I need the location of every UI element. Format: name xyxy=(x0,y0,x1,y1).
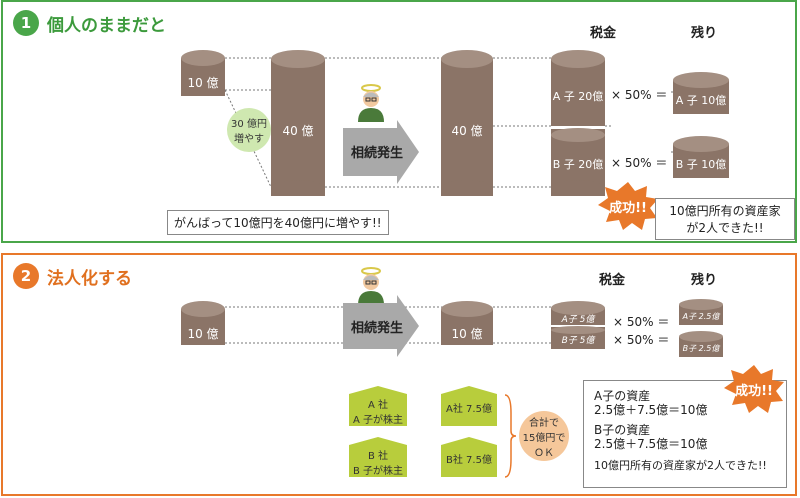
success-burst-2: 成功!! xyxy=(723,365,785,413)
tax-column-header: 税金 xyxy=(590,26,617,41)
cylinder-split-2: A子 5億 B子 5億 xyxy=(551,301,605,349)
multiplier-a: × 50% ＝ xyxy=(611,88,668,102)
total-line2: 15億円で xyxy=(522,432,566,444)
remain-column-header-2: 残り xyxy=(691,273,718,288)
result-a-title: A子の資産 xyxy=(594,389,651,403)
company-a-value-label: A社 7.5億 xyxy=(446,404,492,415)
remain-a-2-label: A子 2.5億 xyxy=(682,312,720,321)
tax-column-header-2: 税金 xyxy=(599,273,626,288)
segment-a-label: A 子 20億 xyxy=(552,90,604,103)
remain-a-label: A 子 10億 xyxy=(675,94,727,107)
remain-b-2-label: B子 2.5億 xyxy=(682,344,720,353)
company-a-value: A社 7.5億 xyxy=(441,386,497,426)
company-a-line2: A 子が株主 xyxy=(352,415,404,426)
section-1-header: 1 個人のままだと xyxy=(13,10,166,36)
cylinder-before-2-label: 10 億 xyxy=(187,327,219,341)
section-2-header: 2 法人化する xyxy=(13,263,132,289)
segment-a-2-label: A子 5億 xyxy=(561,315,595,325)
company-b-value-label: B社 7.5億 xyxy=(446,455,492,466)
grow-circle-line1: 30 億円 xyxy=(231,119,267,130)
section-1-number: 1 xyxy=(13,10,39,36)
remain-b-label: B 子 10億 xyxy=(675,158,727,171)
inheritance-arrow-2: 相続発生 xyxy=(343,295,419,357)
inheritance-arrow: 相続発生 xyxy=(343,120,419,184)
section-1-panel: 1 個人のままだと 税金 残り 10 億 30 億円増やす 40 億 xyxy=(1,0,797,243)
success-text-1: 成功!! xyxy=(609,201,647,216)
cylinder-after-40-oku: 40 億 xyxy=(441,50,493,196)
company-b-shareholder: B 社 B 子が株主 xyxy=(349,437,407,477)
company-b-line1: B 社 xyxy=(367,451,389,462)
remain-column-header: 残り xyxy=(691,26,718,41)
success-note-1-line1: 10億円所有の資産家 xyxy=(669,204,781,218)
cylinder-after-label: 40 億 xyxy=(451,124,483,138)
multiplier-b-2: × 50% ＝ xyxy=(613,333,670,347)
company-b-value: B社 7.5億 xyxy=(441,437,497,477)
company-b-line2: B 子が株主 xyxy=(352,466,404,477)
company-a-shareholder: A 社 A 子が株主 xyxy=(349,386,407,426)
elder-person-icon xyxy=(353,82,389,122)
cylinder-after-2: 10 億 xyxy=(441,301,493,345)
section-2-title: 法人化する xyxy=(47,268,132,289)
cylinder-before-2: 10 億 xyxy=(181,301,225,345)
segment-b-2-label: B子 5億 xyxy=(561,336,595,346)
cylinder-10-oku-label: 10 億 xyxy=(187,76,219,90)
segment-b-label: B 子 20億 xyxy=(552,158,604,171)
cylinder-after-2-label: 10 億 xyxy=(451,327,483,341)
remain-a-2-cylinder: A子 2.5億 xyxy=(679,299,723,325)
multiplier-b: × 50% ＝ xyxy=(611,156,668,170)
result-b-calc: 2.5億＋7.5億＝10億 xyxy=(594,437,708,451)
success-text-2: 成功!! xyxy=(735,384,773,399)
success-burst-1: 成功!! xyxy=(597,182,659,230)
grow-30-oku-circle: 30 億円増やす xyxy=(227,108,271,152)
total-line1: 合計で xyxy=(528,417,559,429)
total-line3: ＯＫ xyxy=(533,447,554,459)
result-a-calc: 2.5億＋7.5億＝10億 xyxy=(594,403,708,417)
remain-a-cylinder: A 子 10億 xyxy=(673,72,729,114)
remain-b-2-cylinder: B子 2.5億 xyxy=(679,331,723,357)
company-a-line1: A 社 xyxy=(367,400,389,411)
success-note-1: 10億円所有の資産家 が2人できた!! xyxy=(655,198,795,240)
elder-person-icon-2 xyxy=(353,265,389,305)
section-2-number: 2 xyxy=(13,263,39,289)
inheritance-arrow-label: 相続発生 xyxy=(351,146,404,161)
result-summary: 10億円所有の資産家が2人できた!! xyxy=(594,459,767,472)
success-note-1-line2: が2人できた!! xyxy=(686,221,764,235)
cylinder-40-oku: 40 億 xyxy=(271,50,325,196)
total-15-oku-circle: 合計で 15億円で ＯＫ xyxy=(519,411,569,461)
inheritance-arrow-2-label: 相続発生 xyxy=(351,321,404,336)
grow-circle-line2: 増やす xyxy=(234,134,264,145)
cylinder-10-oku: 10 億 xyxy=(181,50,225,96)
section-2-panel: 2 法人化する 税金 残り 10 億 相続発生 10 億 xyxy=(1,253,797,496)
bracket-icon xyxy=(504,394,517,478)
multiplier-a-2: × 50% ＝ xyxy=(613,315,670,329)
cylinder-split-a-b: A 子 20億 B 子 20億 xyxy=(551,50,605,196)
remain-b-cylinder: B 子 10億 xyxy=(673,136,729,178)
result-b-title: B子の資産 xyxy=(594,423,651,437)
cylinder-40-oku-label: 40 億 xyxy=(282,124,314,138)
bottom-note: がんばって10億円を40億円に増やす!! xyxy=(167,210,389,235)
section-1-title: 個人のままだと xyxy=(47,15,166,36)
